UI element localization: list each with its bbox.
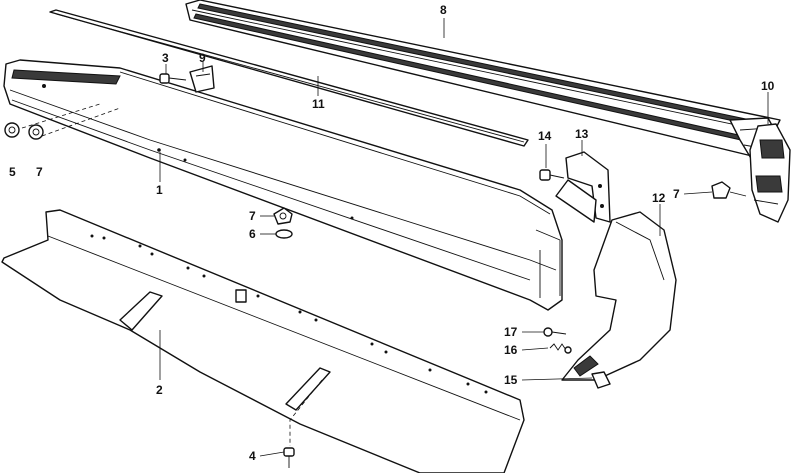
label-part-7-right: 7 (673, 187, 680, 201)
fastener-9-clip (189, 65, 215, 93)
fastener-7-nut-right (711, 181, 747, 199)
label-part-7-left: 7 (36, 165, 43, 179)
leader-lines (159, 18, 769, 457)
label-part-9: 9 (199, 51, 206, 65)
part-11-trim-strip (49, 9, 529, 147)
label-part-17: 17 (504, 325, 518, 339)
fastener-7-nut-left (28, 124, 44, 140)
fastener-16-spring (549, 343, 572, 354)
label-part-8: 8 (440, 3, 447, 17)
label-part-10: 10 (761, 79, 775, 93)
fastener-6-washer (275, 229, 293, 239)
label-part-12: 12 (652, 191, 666, 205)
label-part-4: 4 (249, 449, 256, 463)
part-labels: 8 10 11 3 9 5 7 1 7 6 14 13 12 7 2 17 16… (9, 3, 775, 463)
label-part-16: 16 (504, 343, 518, 357)
fastener-4-screw (283, 447, 295, 468)
part-12-side-corner (561, 211, 677, 381)
fastener-7-nut-center (273, 207, 293, 225)
label-part-2: 2 (156, 383, 163, 397)
label-part-11: 11 (312, 97, 325, 111)
label-part-7-center: 7 (249, 209, 256, 223)
part-1-bumper-body (3, 59, 563, 311)
label-part-5: 5 (9, 165, 16, 179)
label-part-3: 3 (162, 51, 169, 65)
fastener-14-bolt (539, 169, 565, 181)
fastener-15-clip (591, 371, 611, 389)
fastener-3-bolt (159, 73, 187, 84)
fastener-5-nut (4, 122, 20, 138)
label-part-6: 6 (249, 227, 256, 241)
part-13-bracket (555, 151, 611, 223)
part-8-impact-strip (185, 0, 781, 166)
fastener-17-screw (543, 327, 567, 337)
label-part-15: 15 (504, 373, 518, 387)
part-2-lower-valance (1, 209, 525, 473)
label-part-13: 13 (575, 127, 589, 141)
label-part-14: 14 (538, 129, 552, 143)
part-10-corner-bracket (749, 123, 791, 223)
label-part-1: 1 (156, 183, 163, 197)
